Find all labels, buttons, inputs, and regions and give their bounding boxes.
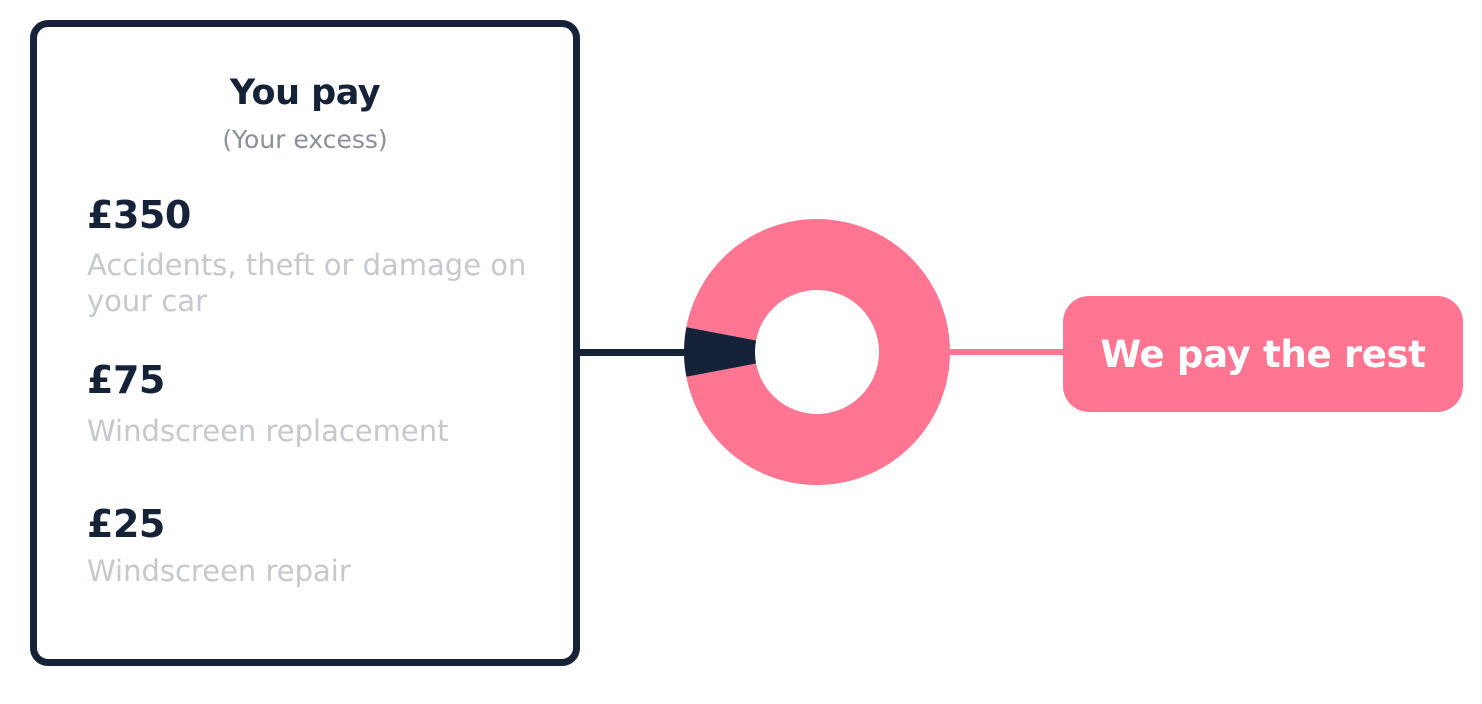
excess-amount: £350 [87,193,191,237]
share-donut-chart [684,219,950,485]
we-pay-rest-badge: We pay the rest [1063,296,1463,412]
excess-item-windscreen-replacement: £75 Windscreen replacement [87,357,547,449]
excess-card: You pay (Your excess) £350 Accidents, th… [30,20,580,666]
excess-description: Accidents, theft or damage on your car [87,248,527,318]
excess-amount: £75 [87,358,165,402]
connector-line-we-pay [945,349,1067,355]
excess-description: Windscreen replacement [87,414,449,448]
donut-slice-you-pay [684,327,757,377]
connector-line-you-pay [580,349,690,356]
card-subtitle: (Your excess) [222,125,388,154]
excess-amount: £25 [87,502,165,546]
excess-item-windscreen-repair: £25 Windscreen repair [87,501,547,589]
excess-item-accidents: £350 Accidents, theft or damage on your … [87,192,547,319]
excess-description: Windscreen repair [87,554,351,588]
donut-slice-we-pay [686,219,950,485]
card-title: You pay [229,73,381,113]
